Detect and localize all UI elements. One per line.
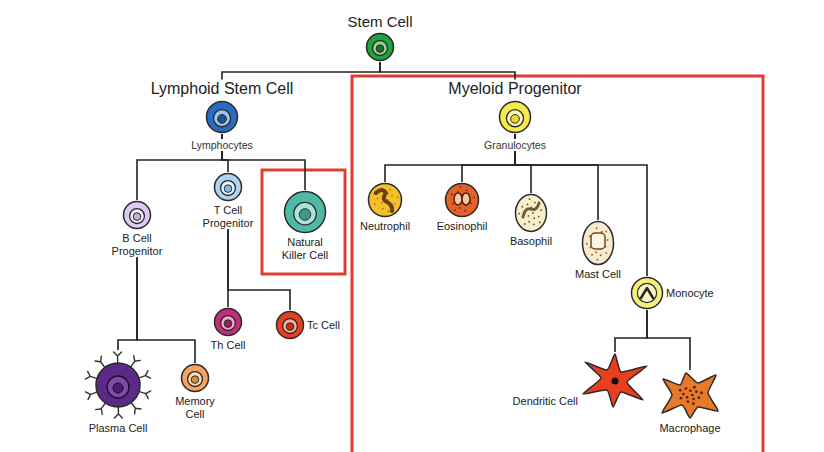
- cell-icon: [498, 100, 532, 134]
- lineage-connector: [380, 62, 515, 80]
- cell-icon: [367, 182, 403, 218]
- cell-icon: [514, 193, 548, 233]
- cell-icon: [213, 307, 243, 337]
- cell-label: Myeloid Progenitor: [448, 80, 581, 98]
- cell-node: Th Cell: [211, 307, 246, 352]
- lineage-connector: [615, 310, 647, 352]
- cell-icon: [213, 172, 243, 202]
- cell-label: Lymphoid Stem Cell: [151, 80, 294, 98]
- lineage-connector: [228, 229, 290, 310]
- cell-node: Tc Cell: [275, 310, 340, 340]
- cell-icon: [83, 350, 153, 420]
- cell-label-wrap: Stem Cell: [347, 13, 412, 30]
- cell-node: Plasma Cell: [83, 350, 153, 435]
- lineage-connector: [647, 310, 690, 370]
- cell-label: Dendritic Cell: [513, 395, 578, 408]
- cell-label: T Cell Progenitor: [198, 204, 258, 229]
- cell-node: Lymphoid Stem Cell: [151, 80, 294, 134]
- cell-label-wrap: Lymphoid Stem Cell: [151, 80, 294, 98]
- lineage-connector: [222, 62, 380, 80]
- cell-label-wrap: B Cell Progenitor: [107, 232, 167, 257]
- cell-label-wrap: T Cell Progenitor: [198, 204, 258, 229]
- lineage-connector: [137, 257, 195, 363]
- cell-label-wrap: Macrophage: [659, 422, 720, 435]
- cell-icon: [205, 100, 239, 134]
- cell-label: Natural Killer Cell: [277, 236, 333, 261]
- cell-label-wrap: Mast Cell: [575, 268, 621, 281]
- cell-node: Monocyte: [630, 276, 714, 310]
- cell-label: Basophil: [510, 235, 552, 248]
- cell-node: Eosinophil: [437, 182, 488, 233]
- highlight-box: [262, 170, 345, 274]
- cell-node: B Cell Progenitor: [107, 200, 167, 257]
- lineage-connector: [515, 134, 647, 276]
- cell-node: Stem Cell: [347, 13, 412, 62]
- cell-node: Macrophage: [659, 370, 720, 435]
- cell-label-wrap: Th Cell: [211, 339, 246, 352]
- cell-label-wrap: Monocyte: [666, 287, 714, 300]
- cell-label-wrap: Tc Cell: [307, 319, 340, 332]
- cell-icon: [180, 363, 210, 393]
- cell-icon: [283, 190, 327, 234]
- group-label: Lymphocytes: [189, 139, 254, 151]
- cell-label-wrap: Natural Killer Cell: [277, 236, 333, 261]
- group-label: Granulocytes: [482, 139, 548, 151]
- cell-node: Natural Killer Cell: [277, 190, 333, 261]
- cell-node: Myeloid Progenitor: [448, 80, 581, 134]
- cell-label: Mast Cell: [575, 268, 621, 281]
- cell-label-wrap: Neutrophil: [360, 220, 410, 233]
- cell-node: Memory Cell: [173, 363, 218, 420]
- cell-label-wrap: Eosinophil: [437, 220, 488, 233]
- cell-label: Monocyte: [666, 287, 714, 300]
- cell-icon: [630, 276, 664, 310]
- cell-label: Tc Cell: [307, 319, 340, 332]
- lineage-connector: [118, 257, 137, 350]
- cell-node: T Cell Progenitor: [198, 172, 258, 229]
- cell-icon: [122, 200, 152, 230]
- cell-node: Dendritic Cell: [513, 352, 650, 408]
- cell-icon: [444, 182, 480, 218]
- cell-node: Basophil: [510, 193, 552, 248]
- cell-node: Mast Cell: [575, 220, 621, 281]
- cell-icon: [365, 32, 395, 62]
- highlight-box: [352, 76, 763, 452]
- cell-label-wrap: Basophil: [510, 235, 552, 248]
- cell-label: B Cell Progenitor: [107, 232, 167, 257]
- cell-label: Plasma Cell: [89, 422, 148, 435]
- cell-label-wrap: Myeloid Progenitor: [448, 80, 581, 98]
- cell-label: Neutrophil: [360, 220, 410, 233]
- cell-label-wrap: Dendritic Cell: [513, 395, 578, 408]
- cell-label: Eosinophil: [437, 220, 488, 233]
- cell-node: Neutrophil: [360, 182, 410, 233]
- cell-label-wrap: Memory Cell: [173, 395, 218, 420]
- cell-icon: [275, 310, 305, 340]
- cell-icon: [581, 220, 615, 266]
- cell-label: Th Cell: [211, 339, 246, 352]
- cell-icon: [660, 370, 720, 420]
- cell-label: Stem Cell: [347, 13, 412, 30]
- cell-label: Memory Cell: [173, 395, 218, 420]
- cell-label-wrap: Plasma Cell: [89, 422, 148, 435]
- cell-label: Macrophage: [659, 422, 720, 435]
- cell-icon: [580, 352, 650, 408]
